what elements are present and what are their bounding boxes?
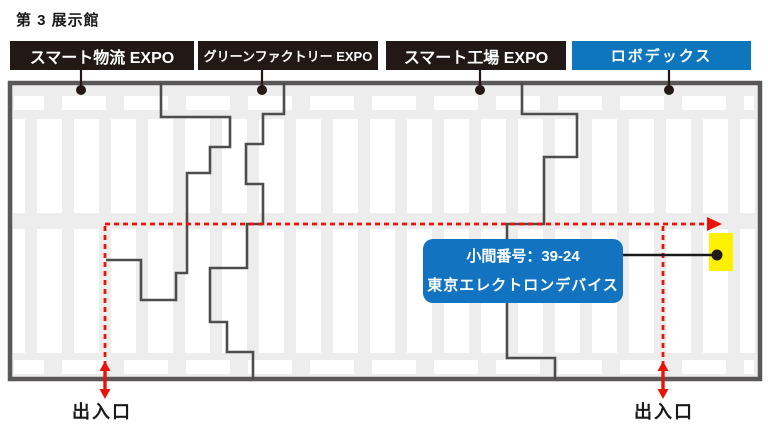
booth-blocks-bottom-row xyxy=(14,360,754,374)
booth-blocks-lower-band xyxy=(13,229,755,353)
zone-label-text: スマート物流 EXPO xyxy=(29,49,175,67)
zone-label-text: スマート工場 EXPO xyxy=(403,49,549,67)
zone-label-smart-factory-expo: スマート工場 EXPO xyxy=(386,41,566,70)
zone-boundary-smartfactory-robodex xyxy=(505,83,579,379)
zone-label-text: グリーンファクトリー EXPO xyxy=(203,49,373,64)
route-path xyxy=(103,222,707,377)
zone-label-robodex: ロボデックス xyxy=(572,41,751,70)
exit-arrow-right xyxy=(657,361,669,399)
route-arrowhead xyxy=(707,217,722,231)
zone-dot-green-factory xyxy=(257,85,267,95)
exit-label-right: 出入口 xyxy=(634,402,694,422)
zone-boundary-logistics-greenfactory xyxy=(106,83,232,302)
booth-blocks-top-row xyxy=(14,96,754,110)
booth-number-text: 小間番号：39-24 xyxy=(466,248,580,265)
booth-company-text: 東京エレクトロンデバイス xyxy=(427,277,619,294)
exit-label-left: 出入口 xyxy=(72,402,132,422)
zone-label-green-factory-expo: グリーンファクトリー EXPO xyxy=(198,41,378,70)
zone-pointer-dots xyxy=(76,85,674,95)
page-title: 第 3 展示館 xyxy=(16,12,100,29)
booth-blocks-upper-band xyxy=(13,119,755,213)
zone-label-smart-logistics-expo: スマート物流 EXPO xyxy=(10,41,194,70)
callout-connector-dot xyxy=(711,249,723,261)
zone-dot-robodex xyxy=(664,85,674,95)
exit-arrow-left xyxy=(99,361,111,399)
zone-dot-smart-logistics xyxy=(76,85,86,95)
zone-dot-smart-factory xyxy=(475,85,485,95)
booth-callout: 小間番号：39-24 東京エレクトロンデバイス xyxy=(423,239,623,303)
zone-boundary-greenfactory-smartfactory xyxy=(208,83,286,379)
zone-label-text: ロボデックス xyxy=(610,48,713,65)
